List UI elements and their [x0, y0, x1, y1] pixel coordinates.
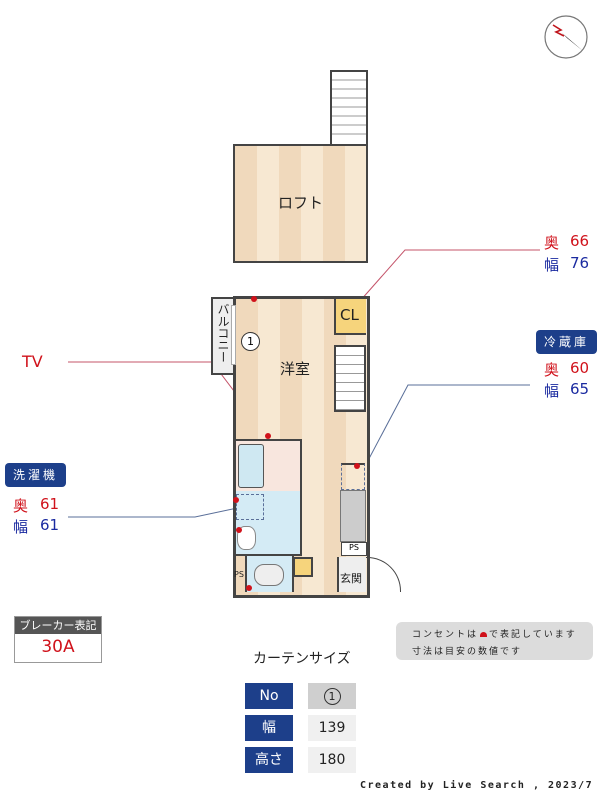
fridge-depth-value: 60 [570, 359, 590, 377]
entrance [337, 557, 366, 592]
tv-label: TV [22, 352, 43, 371]
compass-icon [544, 15, 588, 59]
note-line1-a: コンセントは [412, 630, 479, 640]
outlet-legend-icon [480, 632, 488, 637]
curtain-no-value: 1 [308, 683, 356, 709]
ps-kitchen: PS [341, 542, 367, 556]
curtain-no-label: No [245, 683, 293, 709]
outlet-dot-basin [236, 527, 242, 533]
fridge-depth-label: 奥 [544, 361, 560, 379]
note-line2: 寸法は目安の数値です [412, 647, 523, 657]
loft-label: ロフト [278, 194, 324, 212]
note-line1-b: で表記しています [489, 630, 577, 640]
entrance-label: 玄関 [340, 572, 362, 585]
loft-stairs [330, 70, 368, 146]
note-box: コンセントはで表記しています 寸法は目安の数値です [396, 622, 593, 660]
breaker-value: 30A [41, 637, 75, 657]
closet-width-value: 76 [570, 254, 590, 272]
fridge-badge: 冷蔵庫 [536, 330, 597, 354]
washer-width-value: 61 [40, 516, 60, 534]
ps-toilet: PS [234, 570, 244, 579]
outlet-dot-fridge [354, 463, 360, 469]
washer-badge: 洗濯機 [5, 463, 66, 487]
outlet-dot-washer [233, 497, 239, 503]
closet-leader-line [344, 249, 540, 319]
wash-basin [237, 526, 256, 550]
loft-room [233, 144, 368, 263]
curtain-title: カーテンサイズ [253, 651, 351, 667]
closet-depth-label: 奥 [544, 234, 560, 252]
washer-width-label: 幅 [13, 518, 29, 536]
kitchen-sink [340, 490, 366, 542]
bathtub [238, 444, 264, 488]
fridge-space [341, 463, 365, 490]
washer-leader-line [68, 506, 243, 518]
closet-label: CL [340, 306, 359, 324]
washer-depth-value: 61 [40, 495, 60, 513]
curtain-width-value: 139 [308, 715, 356, 741]
balcony-window [231, 305, 236, 365]
curtain-width-label: 幅 [245, 715, 293, 741]
fridge-width-value: 65 [570, 380, 590, 398]
balcony [211, 297, 233, 375]
toilet-icon [254, 564, 284, 586]
outlet-dot-toilet [246, 585, 252, 591]
footer-credit: Created by Live Search , 2023/7 [360, 780, 594, 791]
closet-width-label: 幅 [544, 256, 560, 274]
outlet-dot [251, 296, 257, 302]
closet [334, 299, 366, 335]
room-stairs [334, 345, 366, 412]
fridge-width-label: 幅 [544, 382, 560, 400]
western-room-label: 洋室 [280, 360, 311, 378]
washer-depth-label: 奥 [13, 497, 29, 515]
breaker-title: ブレーカー表記 [15, 617, 101, 634]
balcony-label: バルコニー [216, 303, 230, 363]
breaker-box: ブレーカー表記 30A [14, 616, 102, 663]
outlet-dot-tv [265, 433, 271, 439]
curtain-height-label: 高さ [245, 747, 293, 773]
curtain-height-value: 180 [308, 747, 356, 773]
fridge-leader-line [362, 384, 530, 471]
shoe-box [293, 557, 313, 577]
washer-space [236, 494, 264, 520]
closet-depth-value: 66 [570, 232, 590, 250]
curtain-marker: 1 [241, 332, 260, 351]
